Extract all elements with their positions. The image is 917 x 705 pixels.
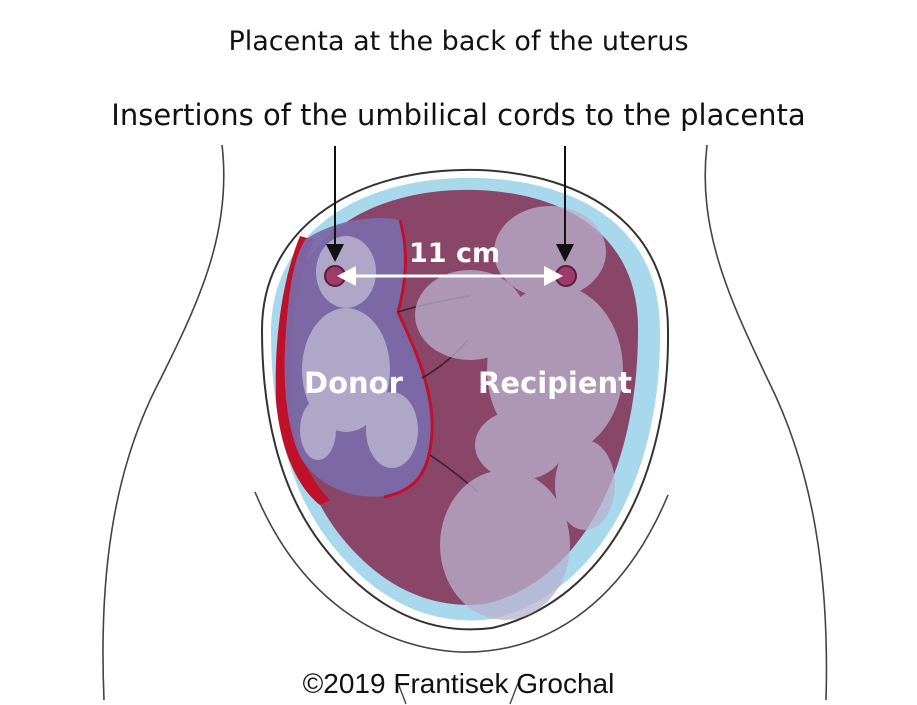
legs-notch-right xyxy=(509,682,519,705)
recipient-insertion-arrow xyxy=(556,146,574,262)
body-outline-right xyxy=(704,144,828,701)
separating-membrane xyxy=(383,219,434,499)
distance-label: 11 cm xyxy=(409,238,501,269)
title-cord-insertions: Insertions of the umbilical cords to the… xyxy=(111,98,806,132)
copyright-notice: ©2019 Frantisek Grochal xyxy=(302,668,615,699)
pelvis-line xyxy=(254,491,669,653)
body-outline-left xyxy=(102,144,225,701)
legs-notch-left xyxy=(397,682,407,705)
distance-arrow xyxy=(337,266,563,286)
donor-insertion-arrow xyxy=(326,146,344,262)
recipient-fetus xyxy=(415,206,623,620)
donor-label: Donor xyxy=(304,366,403,400)
title-placenta-position: Placenta at the back of the uterus xyxy=(228,26,689,57)
recipient-label: Recipient xyxy=(478,366,633,400)
